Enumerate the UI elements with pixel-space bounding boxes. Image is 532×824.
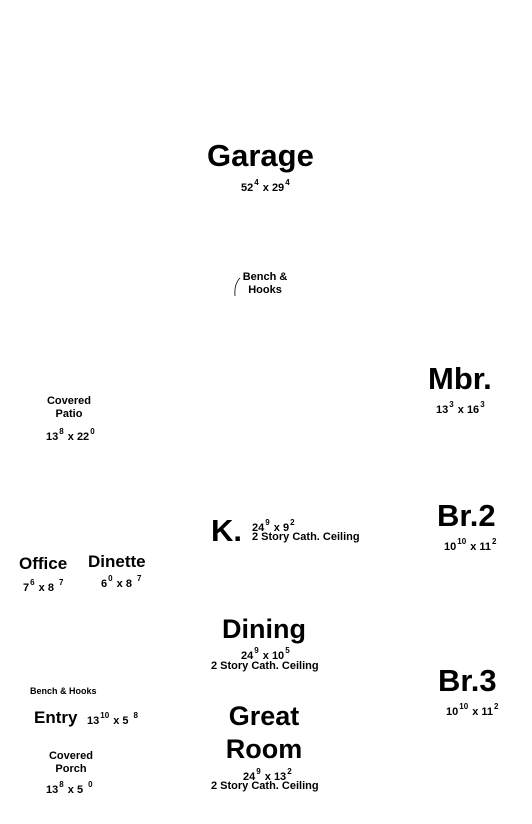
bench-arc	[234, 277, 241, 297]
br3-dimensions: 1010 x 112	[446, 702, 499, 718]
dining-label: Dining	[222, 614, 306, 644]
garage-label: Garage	[207, 138, 314, 173]
kitchen-dimensions: 249 x 92	[252, 518, 295, 534]
bench-hooks-label: Bench & Hooks	[242, 271, 288, 296]
great-room-label: Great Room	[225, 701, 303, 764]
patio-dimensions: 138 x 220	[46, 427, 95, 443]
br2-dimensions: 1010 x 112	[444, 537, 497, 553]
garage-dimensions: 524 x 294	[241, 178, 290, 194]
great-room-dimensions: 249 x 132	[243, 767, 292, 783]
office-label: Office	[19, 554, 68, 573]
br2-label: Br.2	[437, 498, 496, 533]
dinette-label: Dinette	[88, 552, 146, 571]
patio-label: Covered Patio	[46, 395, 92, 420]
bench-hooks-entry-label: Bench & Hooks	[30, 686, 97, 696]
mbr-dimensions: 133 x 163	[436, 400, 485, 416]
kitchen-note: 2 Story Cath. Ceiling	[252, 531, 360, 543]
dining-note: 2 Story Cath. Ceiling	[211, 660, 319, 672]
br3-label: Br.3	[438, 663, 497, 698]
mbr-label: Mbr.	[428, 361, 492, 396]
porch-label: Covered Porch	[48, 750, 94, 775]
kitchen-label: K.	[211, 513, 242, 548]
entry-label: Entry	[34, 708, 78, 727]
dining-dimensions: 249 x 105	[241, 646, 290, 662]
great-room-note: 2 Story Cath. Ceiling	[211, 780, 319, 792]
